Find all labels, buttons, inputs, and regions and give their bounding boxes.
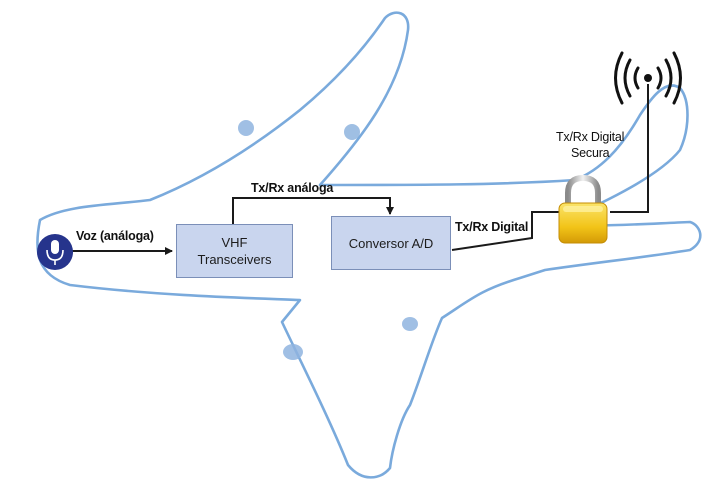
antenna-icon	[614, 51, 682, 105]
converter-box: Conversor A/D	[331, 216, 451, 270]
vhf-line1: VHF	[221, 235, 248, 250]
secure-label-line2: Secura	[571, 146, 610, 160]
window-blobs	[238, 120, 418, 360]
padlock-icon	[558, 174, 608, 244]
analog-label: Tx/Rx análoga	[251, 181, 334, 195]
vhf-line2: Transceivers	[197, 252, 272, 267]
connectors	[72, 84, 649, 255]
digital-label: Tx/Rx Digital	[455, 220, 529, 234]
vhf-transceivers-box: VHF Transceivers	[176, 224, 293, 278]
microphone-icon	[37, 234, 73, 270]
mic-label: Voz (análoga)	[76, 229, 154, 243]
secure-label-line1: Tx/Rx Digital	[556, 130, 625, 144]
converter-label: Conversor A/D	[348, 235, 434, 251]
